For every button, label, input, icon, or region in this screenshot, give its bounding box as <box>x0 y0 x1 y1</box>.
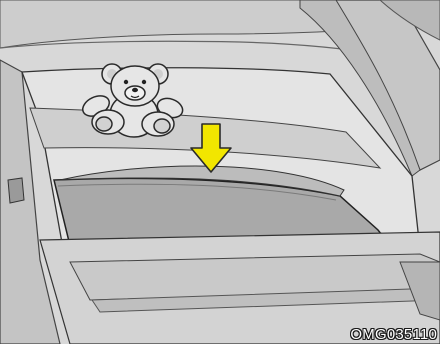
bear-left-foot-pad <box>96 117 112 131</box>
bear-nose <box>132 88 138 92</box>
bear-left-eye <box>124 80 128 84</box>
bear-right-eye <box>142 80 146 84</box>
figure-code-label: OMG035110 <box>350 326 437 343</box>
mirror-mount <box>8 178 24 203</box>
bear-right-foot-pad <box>154 119 170 133</box>
